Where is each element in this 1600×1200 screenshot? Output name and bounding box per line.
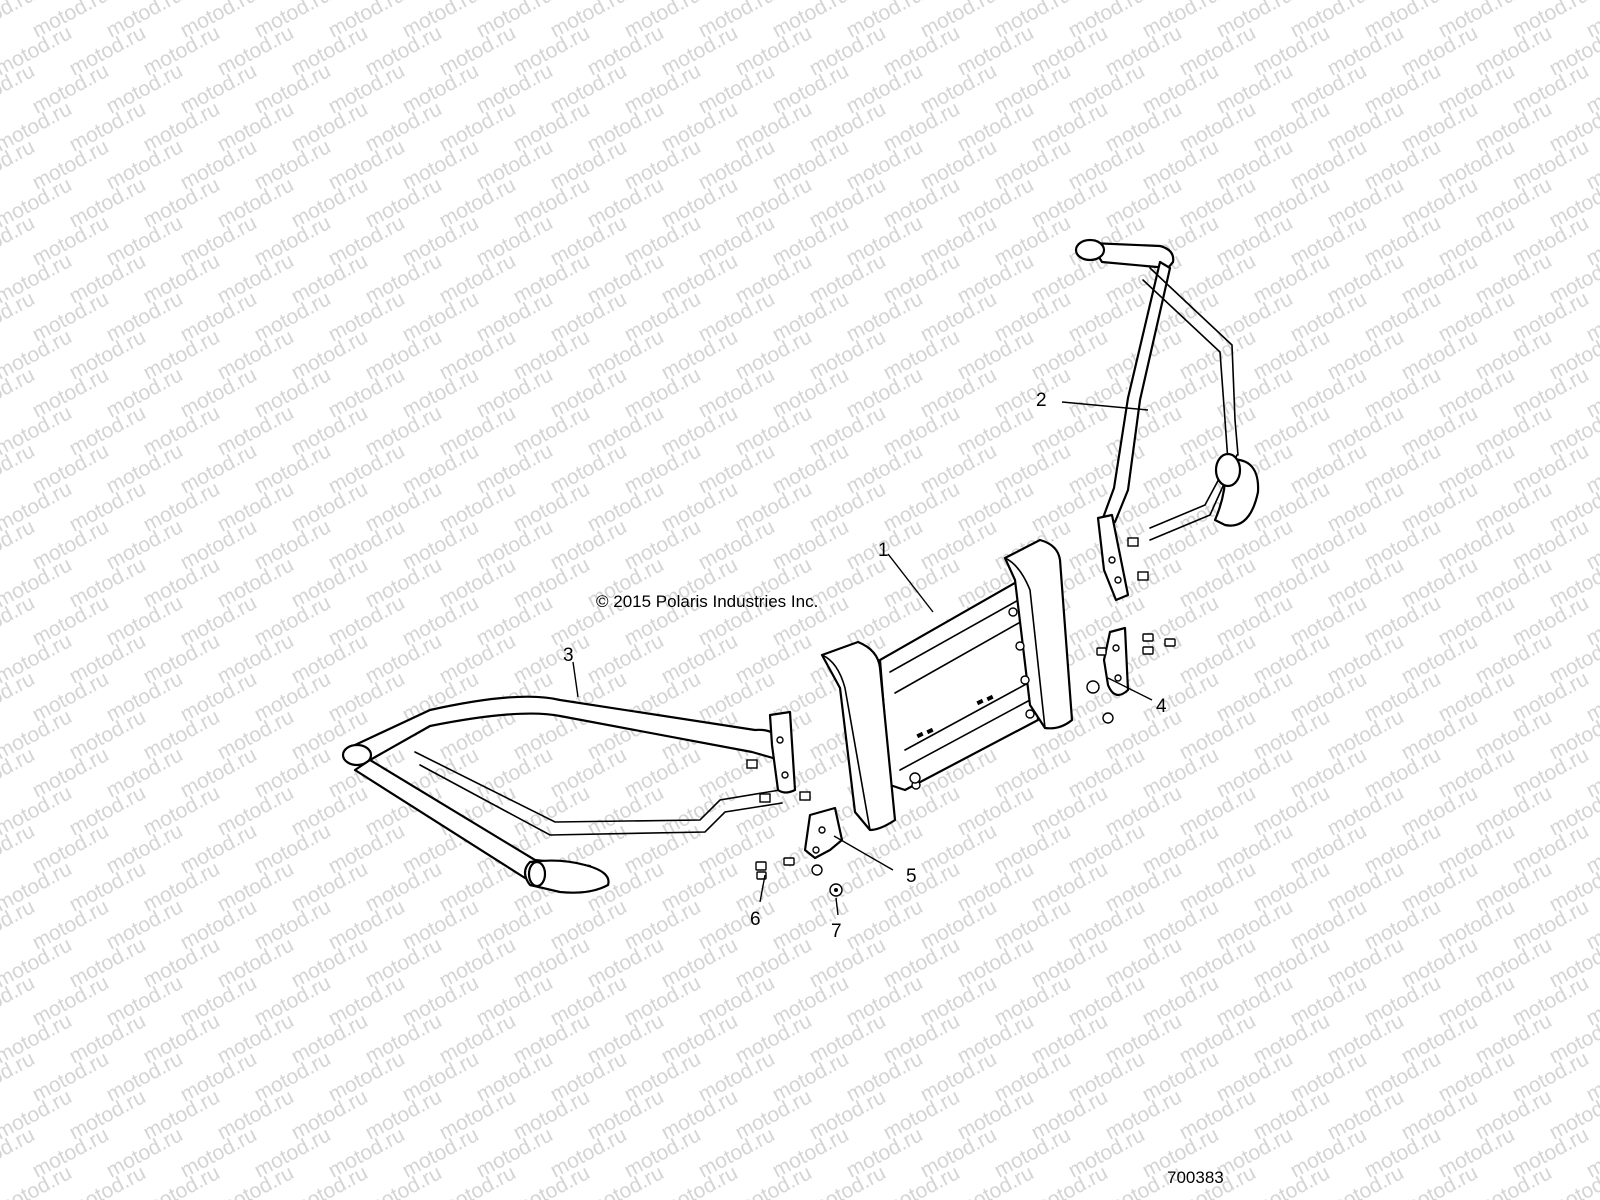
callout-3: 3: [563, 645, 574, 666]
callout-2: 2: [1036, 390, 1047, 411]
left-mounting-bracket[interactable]: [803, 806, 844, 860]
callout-5: 5: [906, 866, 917, 887]
callout-4: 4: [1156, 696, 1167, 717]
callout-1: 1: [878, 540, 889, 561]
figure-code: 700383: [1167, 1168, 1224, 1187]
nut[interactable]: [829, 883, 843, 897]
callout-6: 6: [750, 909, 761, 930]
callout-7: 7: [831, 921, 842, 942]
right-mounting-bracket[interactable]: [1102, 626, 1130, 697]
copyright-notice: © 2015 Polaris Industries Inc.: [596, 592, 818, 611]
